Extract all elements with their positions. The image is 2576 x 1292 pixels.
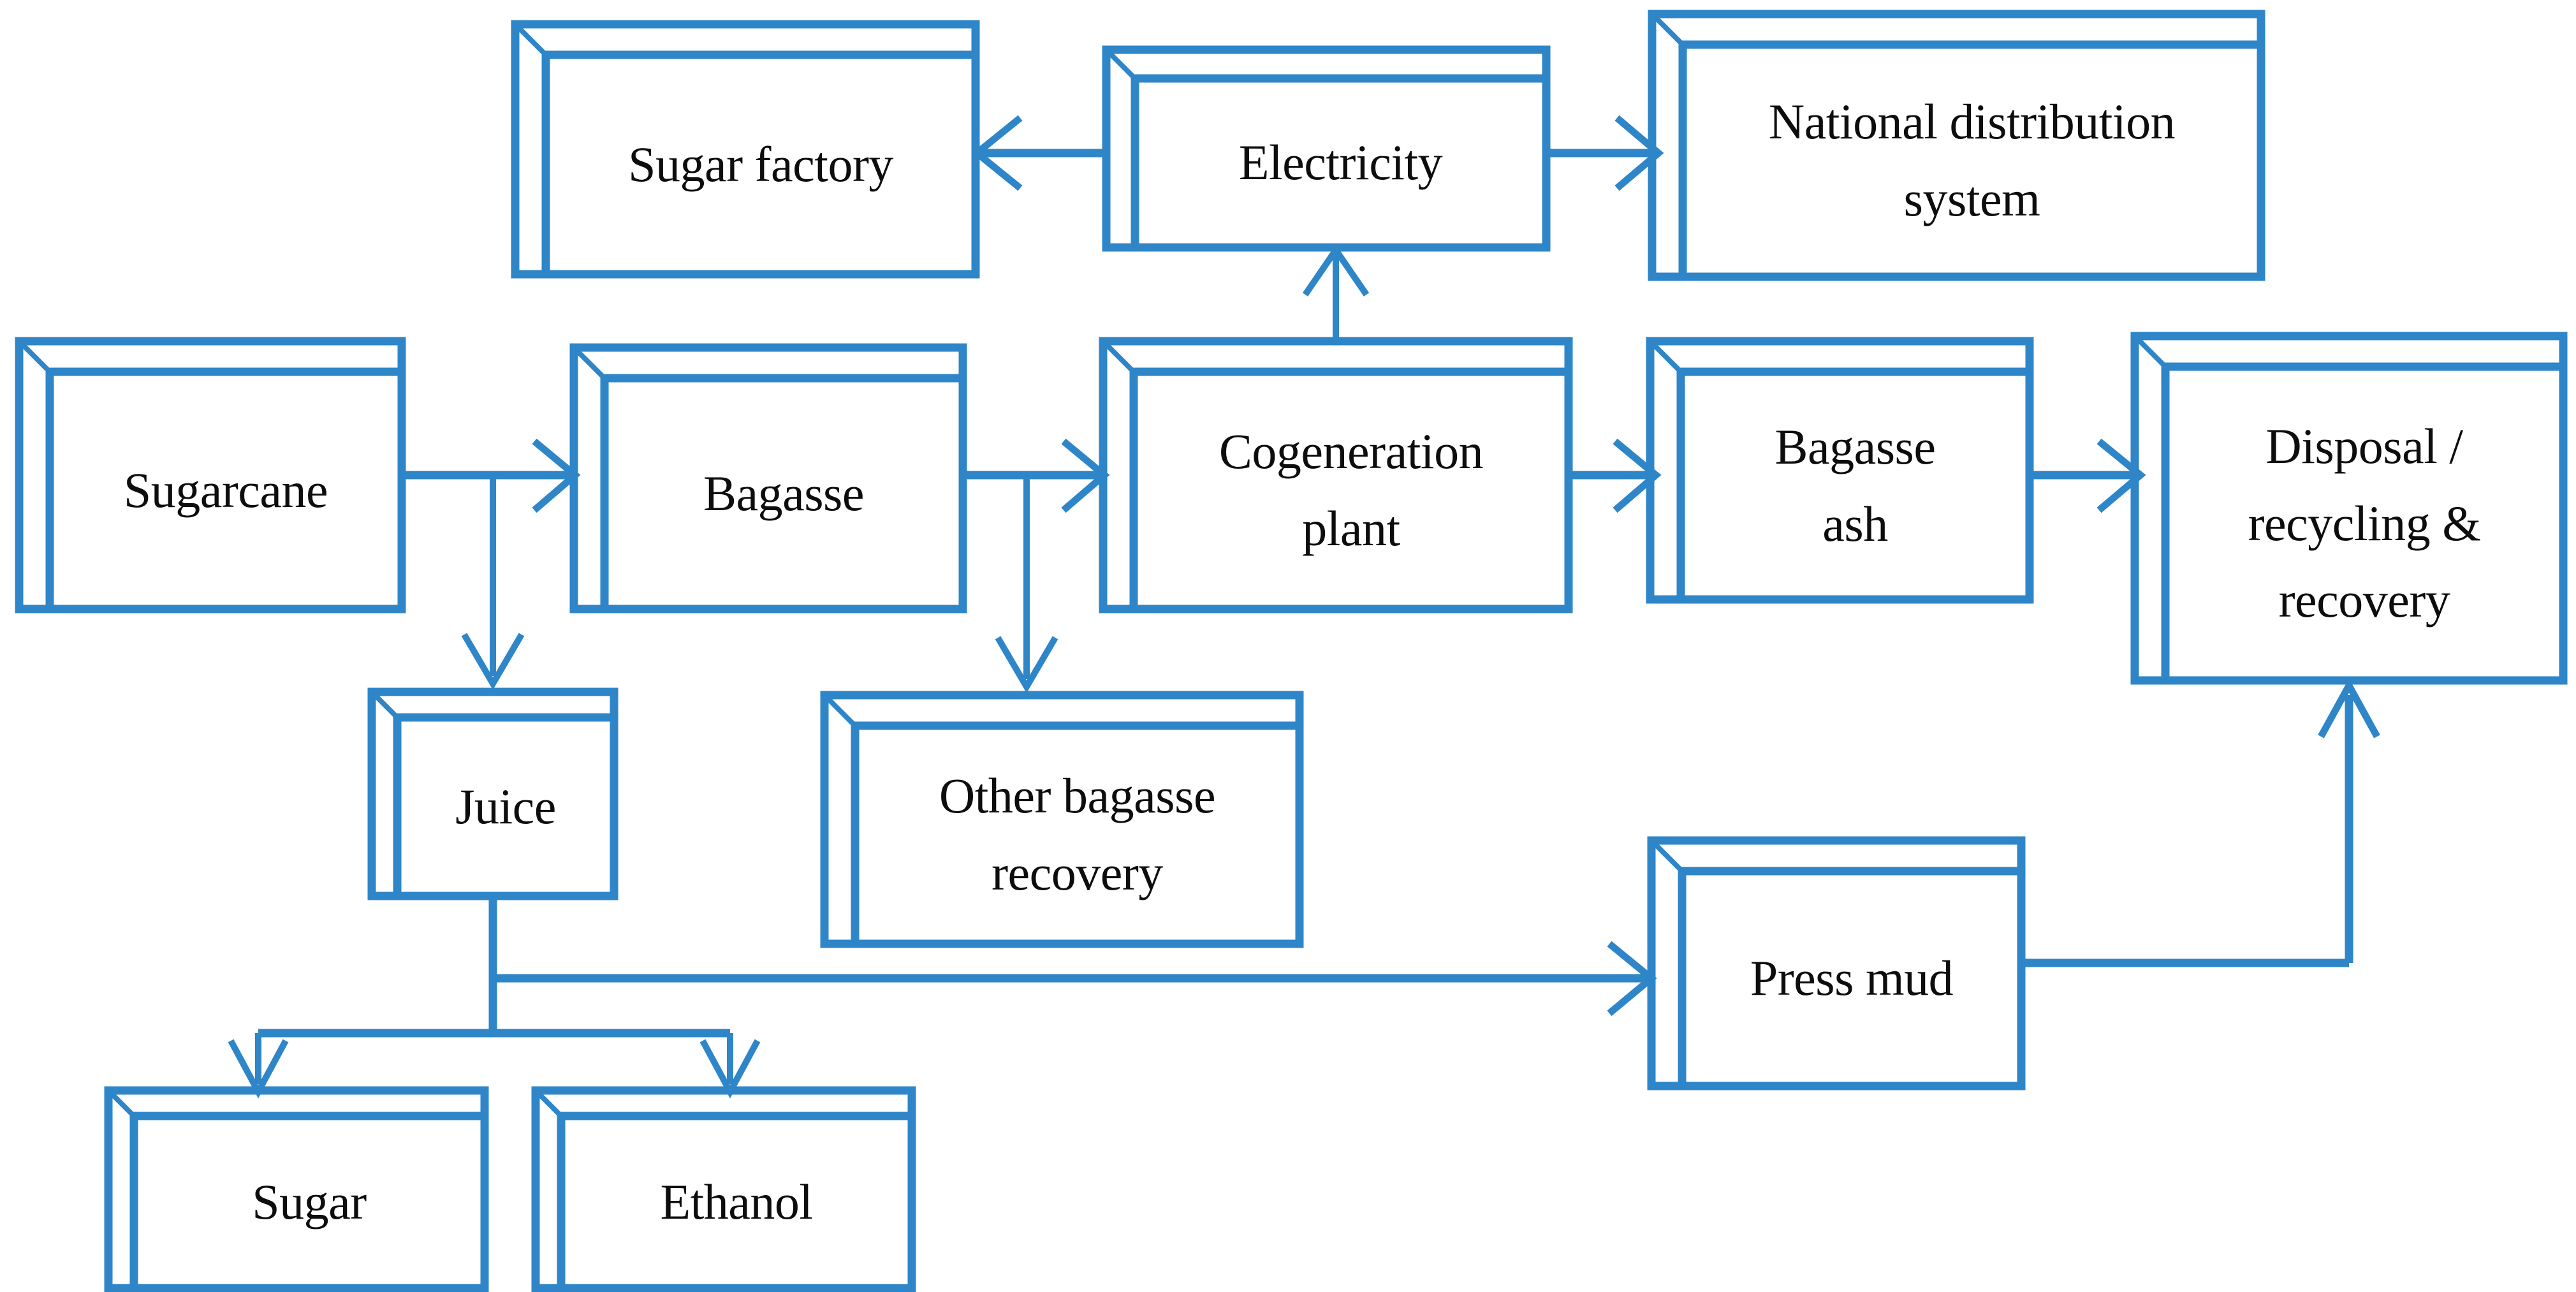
- node-outer-outline: [1648, 10, 2265, 281]
- node-front-face: [50, 372, 402, 609]
- node-front-face: [134, 1116, 485, 1288]
- node-cogeneration-plant[interactable]: [1099, 337, 1573, 613]
- edge-sugarcane-to-bagasse: [402, 438, 581, 513]
- node-front-face: [1135, 78, 1546, 247]
- node-front-face: [855, 726, 1299, 944]
- node-electricity[interactable]: [1102, 45, 1551, 252]
- node-outer-outline: [104, 1086, 489, 1292]
- node-disposal-recycling[interactable]: [2130, 332, 2568, 685]
- node-outer-outline: [820, 691, 1304, 948]
- node-bagasse[interactable]: [569, 343, 967, 613]
- node-front-face: [546, 55, 976, 274]
- node-outer-outline: [1646, 337, 2034, 604]
- node-sugar[interactable]: [104, 1086, 489, 1292]
- node-outer-outline: [15, 337, 406, 613]
- node-outer-outline: [511, 20, 980, 279]
- node-sugar-factory[interactable]: [511, 20, 980, 279]
- node-front-face: [561, 1116, 912, 1288]
- node-front-face: [604, 378, 963, 609]
- node-sugarcane[interactable]: [15, 337, 406, 613]
- edge-cogeneration-to-electricity: [1302, 244, 1370, 341]
- node-front-face: [1681, 372, 2030, 599]
- node-outer-outline: [367, 687, 618, 900]
- node-outer-outline: [569, 343, 967, 613]
- edge-bagasse-to-other-recovery: [995, 475, 1058, 693]
- node-outer-outline: [2130, 332, 2568, 685]
- nodes-layer: [15, 10, 2568, 1292]
- edge-sugarcane-to-juice: [461, 475, 525, 690]
- edge-juice-to-sugar: [228, 978, 730, 1099]
- node-front-face: [1134, 372, 1569, 609]
- node-front-face: [1683, 45, 2261, 277]
- node-front-face: [2165, 367, 2563, 680]
- node-outer-outline: [531, 1086, 916, 1292]
- node-national-distribution[interactable]: [1648, 10, 2265, 281]
- node-ethanol[interactable]: [531, 1086, 916, 1292]
- edge-electricity-to-national-distribution: [1546, 115, 1664, 191]
- edge-bagasse-ash-to-disposal: [2030, 438, 2146, 513]
- edge-bagasse-to-cogeneration: [963, 438, 1110, 513]
- node-press-mud[interactable]: [1647, 836, 2026, 1090]
- edge-press-mud-to-disposal: [2021, 678, 2380, 967]
- node-bagasse-ash[interactable]: [1646, 337, 2034, 604]
- node-other-bagasse-recovery[interactable]: [820, 691, 1304, 948]
- node-outer-outline: [1099, 337, 1573, 613]
- edge-cogeneration-to-bagasse-ash: [1569, 438, 1662, 513]
- node-outer-outline: [1647, 836, 2026, 1090]
- edge-electricity-to-sugar-factory: [971, 115, 1106, 191]
- node-front-face: [1682, 871, 2021, 1086]
- edge-juice-to-ethanol: [699, 1033, 761, 1099]
- node-front-face: [397, 717, 614, 896]
- node-outer-outline: [1102, 45, 1551, 252]
- node-juice[interactable]: [367, 687, 618, 900]
